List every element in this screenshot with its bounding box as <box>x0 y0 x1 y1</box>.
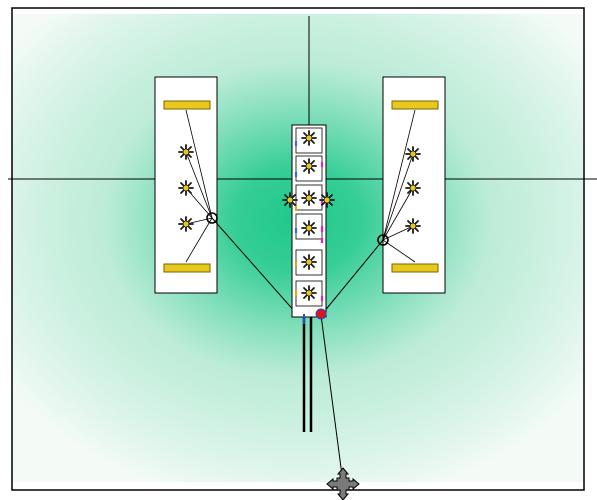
left-bottom-bar-icon <box>163 263 211 273</box>
flower-icon[interactable] <box>405 180 421 196</box>
flower-icon[interactable] <box>301 285 317 301</box>
left-top-bar-icon <box>163 100 211 110</box>
left-link <box>185 109 213 219</box>
left-panel[interactable] <box>154 76 218 294</box>
flower-icon[interactable] <box>301 158 317 174</box>
left-pivot-ring-icon[interactable] <box>206 212 218 224</box>
side-flower-icon[interactable] <box>282 192 298 208</box>
outer-frame <box>11 7 585 491</box>
left-connector <box>211 217 297 314</box>
center-column[interactable] <box>282 124 335 318</box>
flower-icon[interactable] <box>301 220 317 236</box>
left-link <box>185 151 213 219</box>
flower-icon[interactable] <box>301 190 317 206</box>
flower-icon[interactable] <box>405 146 421 162</box>
right-panel[interactable] <box>377 76 446 294</box>
flower-icon[interactable] <box>301 130 317 146</box>
flower-icon[interactable] <box>301 254 317 270</box>
move-handle-icon[interactable] <box>326 467 360 500</box>
right-link <box>382 153 414 241</box>
right-link <box>382 187 414 241</box>
right-bottom-bar-icon <box>391 263 439 273</box>
column-stem <box>302 314 313 432</box>
right-top-bar-icon <box>391 100 439 110</box>
left-link <box>185 217 213 263</box>
right-link <box>382 109 416 241</box>
flower-icon[interactable] <box>405 218 421 234</box>
right-pivot-ring-icon[interactable] <box>377 234 389 246</box>
flower-icon[interactable] <box>178 216 194 232</box>
right-link <box>382 239 416 263</box>
flower-icon[interactable] <box>178 180 194 196</box>
side-flower-icon[interactable] <box>319 192 335 208</box>
right-connector <box>322 239 384 314</box>
column-slots <box>295 127 323 307</box>
flower-icon[interactable] <box>178 144 194 160</box>
red-marker-icon[interactable] <box>315 308 327 320</box>
tether-line <box>320 314 344 484</box>
